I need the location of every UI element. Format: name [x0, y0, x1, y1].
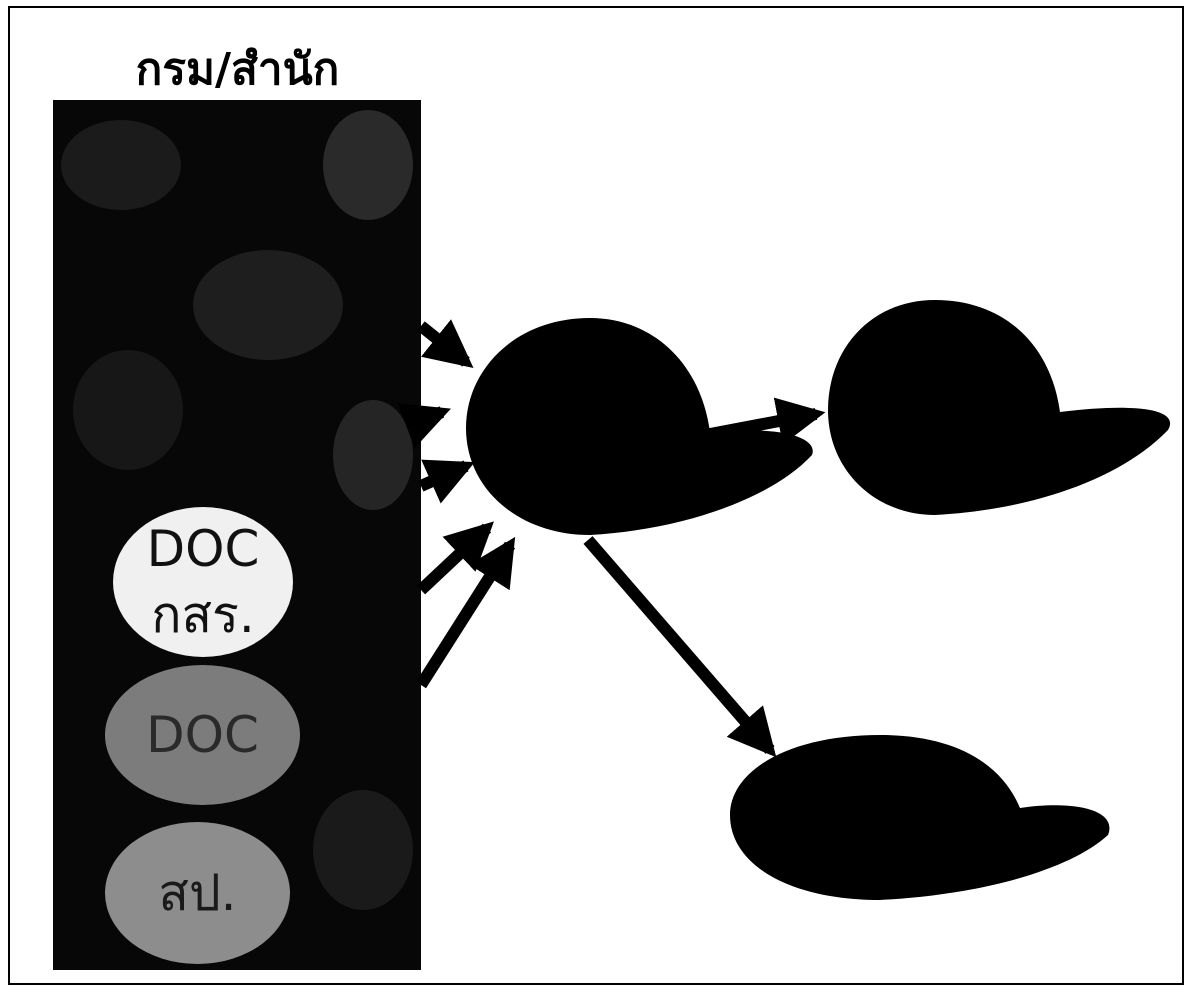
- sorpor-bubble: สป.: [105, 822, 290, 964]
- incoming-arrow: [397, 403, 451, 449]
- texture-speck: [323, 110, 413, 220]
- incoming-arrow: [416, 521, 494, 595]
- texture-speck: [61, 120, 181, 210]
- outgoing-arrow: [703, 397, 826, 445]
- right-node: [828, 300, 1171, 515]
- outgoing-arrow: [583, 536, 777, 758]
- incoming-arrow: [418, 459, 475, 504]
- central-node: [466, 318, 813, 535]
- incoming-arrow: [415, 536, 516, 689]
- bubble-label: DOC: [146, 706, 259, 764]
- texture-speck: [193, 250, 343, 360]
- doc-bubble: DOC: [105, 665, 300, 805]
- texture-speck: [73, 350, 183, 470]
- bottom-node: [730, 735, 1110, 900]
- bubble-label: DOC: [146, 520, 260, 578]
- departments-panel: DOC กสร. DOC สป.: [53, 100, 421, 970]
- texture-speck: [313, 790, 413, 910]
- incoming-arrow: [417, 319, 474, 368]
- department-title: กรม/สำนัก: [135, 44, 340, 95]
- doc-kosor-bubble: DOC กสร.: [113, 507, 293, 657]
- bubble-sublabel: กสร.: [151, 586, 255, 644]
- bubble-label: สป.: [158, 864, 237, 922]
